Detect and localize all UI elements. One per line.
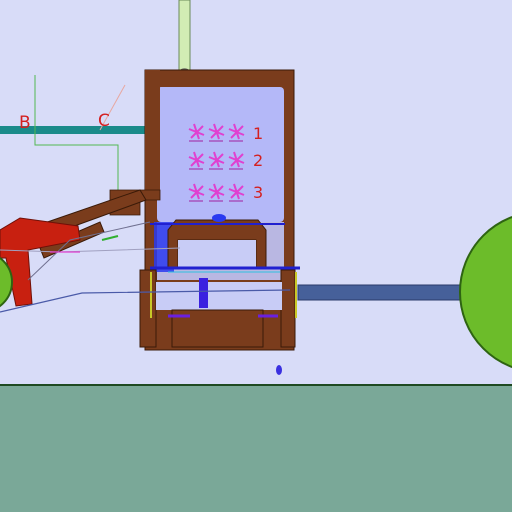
piston-valve [212, 214, 226, 222]
particle-2-3 [228, 151, 245, 170]
particle-2-2 [208, 151, 225, 170]
string-mid [27, 221, 151, 281]
label-b: B [19, 113, 31, 133]
frame-left-wall [145, 70, 160, 190]
connecting-rod [199, 278, 208, 308]
string-lower [0, 289, 291, 313]
wheel-right [459, 216, 512, 368]
particle-1-3 [228, 123, 245, 142]
particle-3-2 [208, 183, 225, 202]
push-rod [178, 0, 191, 77]
guide-line-pink [99, 84, 126, 131]
top-beam [0, 126, 152, 134]
wheel-left [0, 256, 13, 308]
particle-3-3 [228, 183, 245, 202]
chamber-window [157, 87, 284, 222]
piston-cavity [178, 240, 256, 268]
particle-3-1 [188, 183, 205, 202]
right-leg [280, 269, 296, 348]
lower-cavity [156, 282, 282, 310]
crank-lever [0, 217, 81, 307]
particle-grid [188, 123, 245, 202]
drop-marker [276, 365, 282, 375]
label-c: C [98, 111, 110, 131]
row-label-3: 3 [253, 183, 263, 202]
particle-2-1 [188, 151, 205, 170]
row-label-2: 2 [253, 151, 263, 170]
left-leg [139, 269, 157, 348]
row-label-1: 1 [253, 124, 263, 143]
marker-green [101, 235, 119, 241]
axle-right [297, 284, 469, 301]
particle-1-2 [208, 123, 225, 142]
ground [0, 385, 512, 512]
guide-line-green [34, 75, 119, 195]
particle-1-1 [188, 123, 205, 142]
